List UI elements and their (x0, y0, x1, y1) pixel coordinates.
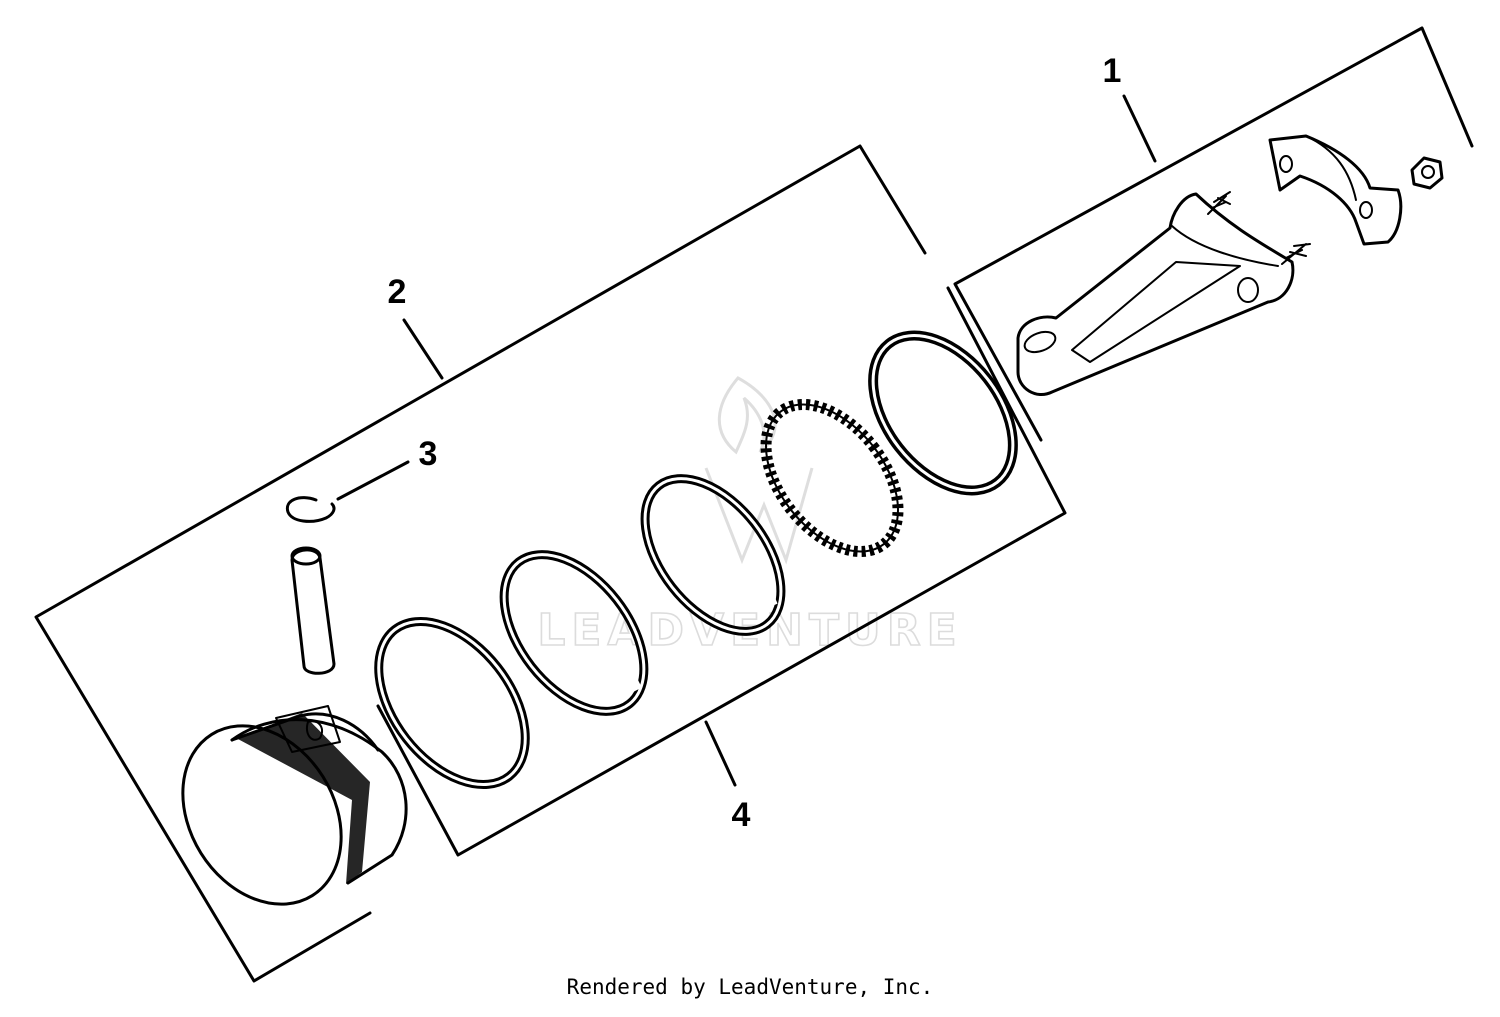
callout-number-4: 4 (732, 796, 751, 834)
callout-4: 4 (704, 720, 751, 834)
piston (181, 705, 408, 906)
callout-number-3: 3 (419, 435, 438, 473)
piston-ring-3 (640, 474, 786, 636)
wrist-pin (290, 546, 336, 675)
callout-number-1: 1 (1103, 52, 1122, 90)
callout-2: 2 (388, 273, 444, 380)
rod-cap (1268, 134, 1403, 246)
watermark-logo (704, 376, 814, 565)
snap-ring (285, 496, 336, 523)
callout-number-2: 2 (388, 273, 407, 311)
piston-ring-2 (499, 550, 649, 716)
footer-credit: Rendered by LeadVenture, Inc. (566, 975, 934, 999)
oil-ring-expander (760, 398, 904, 558)
piston-ring-4 (868, 330, 1018, 496)
piston-ring-1 (374, 616, 530, 790)
nut (1410, 156, 1444, 190)
callout-3: 3 (336, 435, 438, 501)
connecting-rod (1016, 191, 1311, 396)
group-outline-1 (953, 26, 1474, 442)
callout-1: 1 (1103, 52, 1157, 163)
group-outline-2 (34, 144, 1067, 983)
